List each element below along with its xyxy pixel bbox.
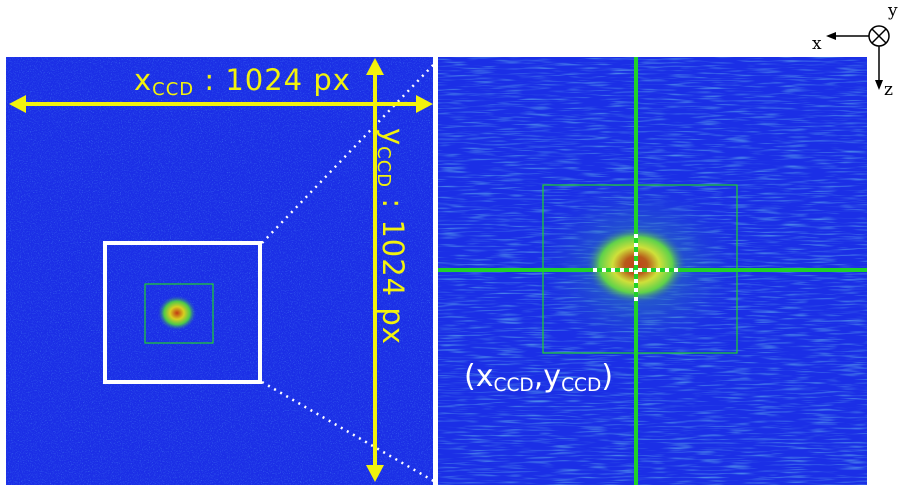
y-dimension-arrow — [366, 58, 384, 482]
left-detector-image — [6, 57, 433, 485]
zoom-connector-bottom — [261, 380, 438, 485]
roi-box-small — [144, 283, 214, 344]
x-dimension-arrow — [9, 95, 433, 113]
center-coordinate-label: (xCCD,yCCD) — [464, 359, 614, 397]
zoom-connector-top — [261, 60, 438, 244]
x-dimension-label: xCCD : 1024 px — [134, 63, 351, 101]
axis-z-label: z — [884, 80, 893, 100]
axis-x-label: x — [812, 34, 822, 54]
zoom-region-box — [103, 241, 262, 384]
speckle-noise — [6, 57, 433, 485]
diffraction-spot — [157, 295, 197, 331]
y-dimension-label: yCCD : 1024 px — [372, 128, 410, 345]
left-image-svg — [6, 57, 433, 485]
axis-y-label: y — [888, 1, 898, 21]
coordinate-axes-icon — [826, 25, 890, 90]
